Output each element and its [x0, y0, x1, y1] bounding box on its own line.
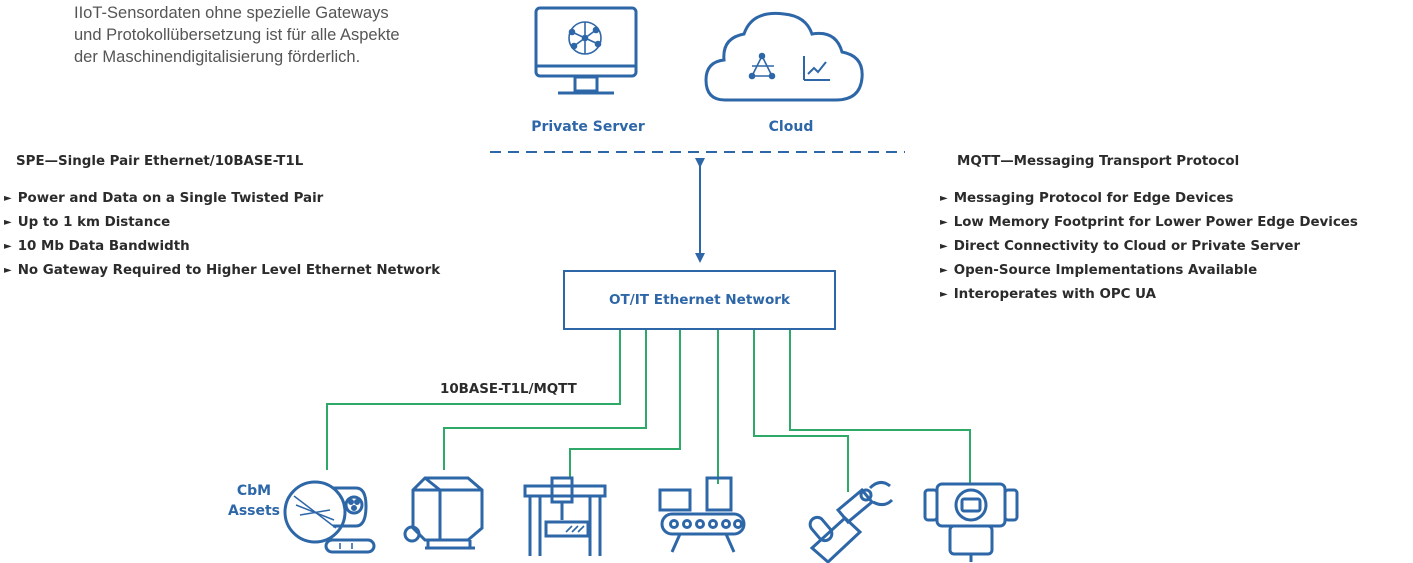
cbm-assets-line-2: Assets [227, 503, 281, 519]
spe-item: ►10 Mb Data Bandwidth [4, 239, 190, 254]
green-links [326, 330, 971, 492]
private-server-icon [534, 6, 638, 95]
gantry-machine-asset-icon [523, 476, 607, 556]
cbm-assets-label: CbM Assets [222, 481, 286, 521]
link-3 [569, 330, 681, 478]
bullet-arrow-icon: ► [4, 241, 12, 252]
caption-line-2: und Protokollübersetzung ist für alle As… [74, 26, 400, 44]
conveyor-asset-icon [658, 476, 746, 553]
caption-line-1: IIoT-Sensordaten ohne spezielle Gateways [74, 4, 389, 22]
mqtt-item: ►Direct Connectivity to Cloud or Private… [940, 239, 1301, 254]
mqtt-item: ►Open-Source Implementations Available [940, 263, 1258, 278]
spe-list: ►Power and Data on a Single Twisted Pair… [4, 187, 440, 283]
cloud-label: Cloud [768, 119, 814, 135]
cbm-assets-line-1: CbM [236, 483, 272, 499]
mqtt-list: ►Messaging Protocol for Edge Devices ►Lo… [940, 187, 1358, 307]
network-label: OT/IT Ethernet Network [608, 292, 791, 308]
bullet-arrow-icon: ► [940, 217, 948, 228]
caption-line-3: der Maschinendigitalisierung förderlich. [74, 48, 361, 66]
bullet-arrow-icon: ► [4, 193, 12, 204]
cloud-icon [704, 11, 864, 102]
robot-arm-asset-icon [808, 481, 894, 563]
link-2 [443, 330, 647, 470]
link-1 [326, 330, 621, 470]
mqtt-item: ►Messaging Protocol for Edge Devices [940, 191, 1234, 206]
link-6 [789, 330, 971, 483]
bullet-arrow-icon: ► [940, 289, 948, 300]
bullet-arrow-icon: ► [940, 265, 948, 276]
spe-item: ►Power and Data on a Single Twisted Pair [4, 191, 324, 206]
ot-it-network-box: OT/IT Ethernet Network [563, 270, 836, 330]
turbine-asset-icon [283, 480, 376, 554]
bullet-arrow-icon: ► [940, 241, 948, 252]
motor-asset-icon [403, 476, 484, 550]
private-server-label: Private Server [531, 119, 645, 135]
mqtt-item: ►Interoperates with OPC UA [940, 287, 1156, 302]
mqtt-item: ►Low Memory Footprint for Lower Power Ed… [940, 215, 1358, 230]
spe-item: ►Up to 1 km Distance [4, 215, 171, 230]
spe-item: ►No Gateway Required to Higher Level Eth… [4, 263, 441, 278]
link-protocol-label: 10BASE-T1L/MQTT [440, 382, 577, 397]
link-5 [753, 330, 849, 492]
mqtt-title: MQTT—Messaging Transport Protocol [957, 154, 1240, 169]
spe-title: SPE—Single Pair Ethernet/10BASE-T1L [16, 154, 304, 169]
caption: IIoT-Sensordaten ohne spezielle Gateways… [74, 2, 514, 68]
bullet-arrow-icon: ► [4, 217, 12, 228]
bullet-arrow-icon: ► [940, 193, 948, 204]
bullet-arrow-icon: ► [4, 265, 12, 276]
transmitter-asset-icon [923, 482, 1019, 562]
